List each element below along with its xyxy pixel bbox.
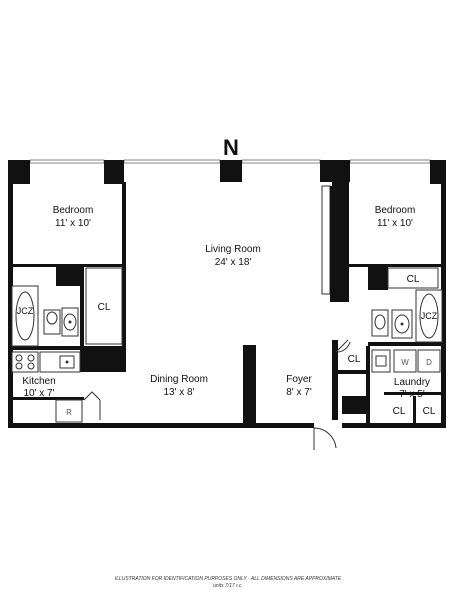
foyer-dim: 8' x 7' [286, 387, 312, 398]
jacuzzi-left-label: JCZ [17, 306, 34, 316]
dining-room-name: Dining Room [150, 374, 208, 385]
closet-right-bedroom-label: CL [407, 274, 420, 285]
bedroom-left-name: Bedroom [53, 205, 94, 216]
kitchen-fixtures [11, 351, 101, 423]
disclaimer-text: ILLUSTRATION FOR IDENTIFICATION PURPOSES… [115, 576, 342, 582]
living-room-dim: 24' x 18' [215, 257, 252, 268]
north-compass-label: N [223, 135, 239, 160]
entry-door [313, 339, 351, 450]
left-closet [85, 267, 123, 345]
fixture-labels: CL CL CL CL CL JCZ JCZ R W D [17, 274, 438, 417]
jacuzzi-right-label: JCZ [421, 311, 438, 321]
dining-room-dim: 13' x 8' [163, 387, 194, 398]
laundry-name: Laundry [394, 377, 430, 388]
washer-label: W [401, 358, 409, 367]
laundry-dim: 7' x 5' [399, 389, 425, 400]
closet-foyer-label: CL [348, 354, 361, 365]
left-bathroom [11, 285, 79, 347]
bedroom-right-dim: 11' x 10' [377, 218, 413, 229]
bedroom-left-dim: 11' x 10' [55, 218, 91, 229]
right-bathroom [371, 289, 443, 343]
dryer-label: D [426, 358, 432, 367]
closet-laundry-1-label: CL [393, 406, 406, 417]
foyer-name: Foyer [286, 374, 312, 385]
interior-walls [8, 176, 441, 425]
kitchen-dim: 10' x 7' [23, 388, 54, 399]
laundry-fixtures [371, 349, 441, 373]
outer-walls [8, 160, 446, 428]
living-window-bay [321, 185, 343, 302]
refrigerator-label: R [66, 408, 72, 417]
living-room-name: Living Room [205, 244, 261, 255]
closet-left-label: CL [98, 302, 111, 313]
bedroom-right-name: Bedroom [375, 205, 416, 216]
right-bedroom-closet [387, 267, 439, 289]
closet-laundry-2-label: CL [423, 406, 436, 417]
kitchen-name: Kitchen [22, 376, 55, 387]
disclaimer-subtext: units 7/17 r.c. [213, 583, 243, 589]
room-labels: Bedroom 11' x 10' Bedroom 11' x 10' Livi… [22, 205, 430, 400]
